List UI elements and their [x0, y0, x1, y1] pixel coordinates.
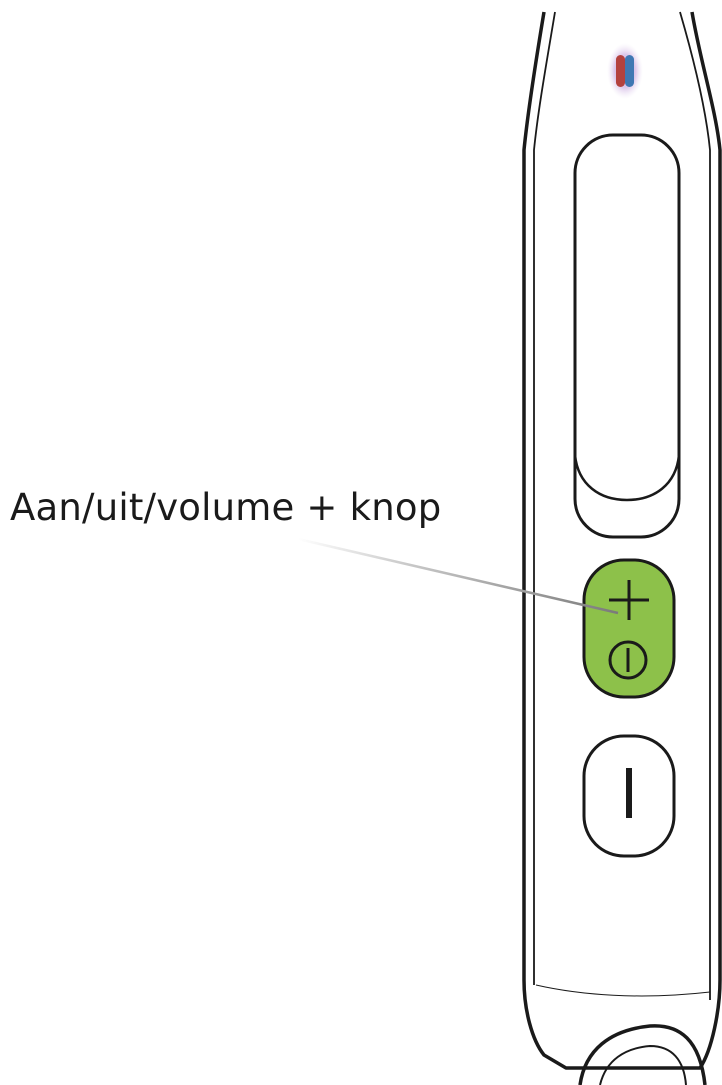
remote-body — [522, 11, 722, 1085]
led-indicator — [607, 43, 643, 99]
power-volume-up-button[interactable] — [582, 558, 676, 699]
upper-slider-button[interactable] — [573, 133, 681, 539]
power-icon — [608, 640, 648, 680]
callout-leader-line — [297, 537, 619, 615]
volume-down-button[interactable] — [582, 734, 676, 858]
plus-icon — [609, 580, 649, 620]
callout-label: Aan/uit/volume + knop — [10, 486, 442, 529]
